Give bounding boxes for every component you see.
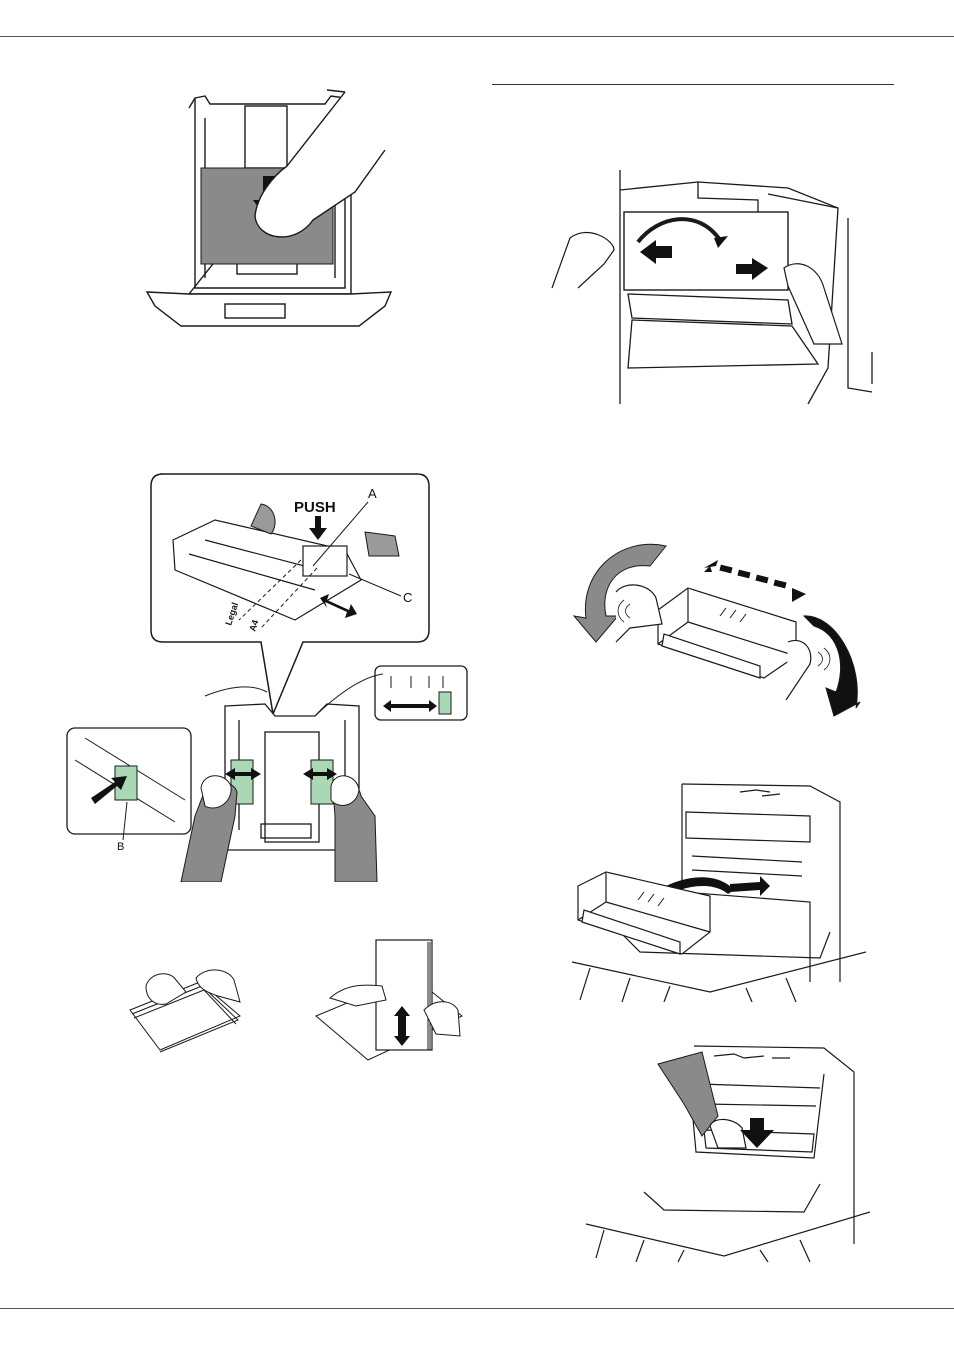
align-paper-illustration <box>312 936 464 1062</box>
figure-push-cartridge-into-printer <box>584 1044 870 1262</box>
figure-paper-tray-press-down <box>145 88 393 332</box>
callout-a: A <box>368 486 377 501</box>
open-cover-illustration <box>548 168 888 406</box>
figure-tray-guide-adjustment: PUSH A C Legal A4 B <box>65 470 470 882</box>
figure-insert-toner-cartridge <box>570 782 866 1002</box>
paper-tray-press-illustration <box>145 88 393 332</box>
figure-fan-paper-stack <box>120 962 250 1054</box>
callout-c: C <box>403 590 412 605</box>
top-page-rule <box>0 36 954 37</box>
fan-paper-illustration <box>120 962 250 1054</box>
push-cartridge-illustration <box>584 1044 870 1262</box>
tray-guide-illustration: PUSH A C Legal A4 B <box>65 470 470 882</box>
insert-cartridge-illustration <box>570 782 866 1002</box>
push-label: PUSH <box>294 499 336 516</box>
bottom-page-rule <box>0 1308 954 1309</box>
figure-open-front-cover <box>548 168 888 406</box>
figure-shake-toner-cartridge <box>570 532 876 720</box>
figure-align-paper-stack <box>312 936 464 1062</box>
callout-b: B <box>117 841 124 853</box>
section-heading-rule <box>492 84 894 85</box>
shake-cartridge-illustration <box>570 532 876 720</box>
